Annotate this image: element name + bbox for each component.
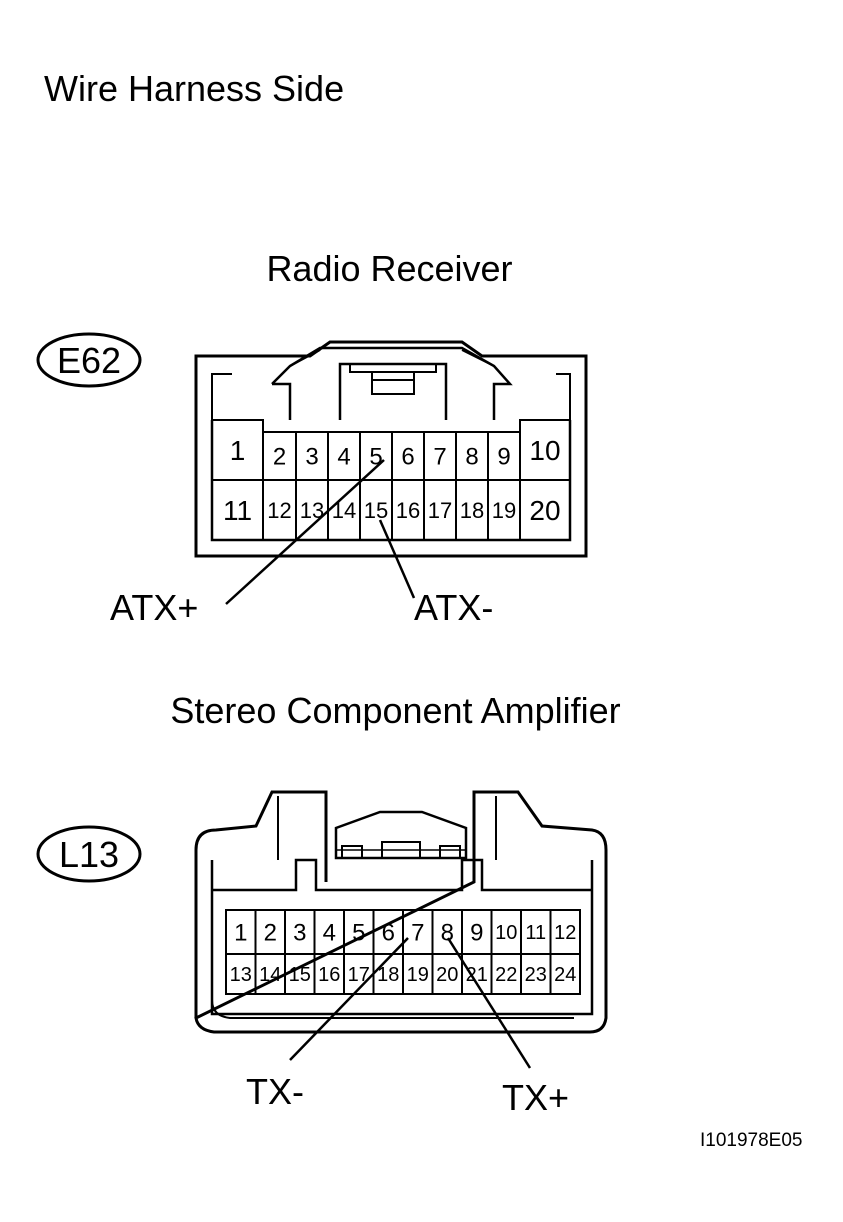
l13-lock-tab xyxy=(334,810,468,860)
l13-pin-label-13: 13 xyxy=(230,964,252,986)
l13-badge: L13 xyxy=(36,825,142,883)
l13-guide-rails xyxy=(277,796,497,860)
l13-pin-label-10: 10 xyxy=(495,922,517,944)
e62-lock-tab xyxy=(371,372,415,395)
e62-pin-label-10: 10 xyxy=(529,435,560,466)
l13-pin-label-19: 19 xyxy=(407,964,429,986)
l13-callouts: TX- TX+ xyxy=(246,937,569,1118)
atx-plus-leader xyxy=(225,459,385,605)
atx-plus-label: ATX+ xyxy=(110,587,198,628)
e62-pin-label-16: 16 xyxy=(396,498,420,523)
l13-pin-label-5: 5 xyxy=(352,920,365,947)
e62-corner-detail xyxy=(211,373,571,420)
e62-pin-label-17: 17 xyxy=(428,498,452,523)
e62-callouts: ATX+ ATX- xyxy=(110,459,493,628)
e62-latch-window xyxy=(338,362,448,420)
e62-pin-label-12: 12 xyxy=(267,498,291,523)
radio-receiver-title: Radio Receiver xyxy=(266,248,513,289)
l13-pin-label-22: 22 xyxy=(495,964,517,986)
page-title: Wire Harness Side xyxy=(44,68,345,109)
l13-key-slots xyxy=(212,858,592,892)
l13-pin-label-17: 17 xyxy=(348,964,370,986)
l13-pin-label-24: 24 xyxy=(554,964,576,986)
e62-pin-label-7: 7 xyxy=(433,444,446,471)
e62-pin-label-19: 19 xyxy=(492,498,516,523)
l13-pin-label-14: 14 xyxy=(259,964,281,986)
l13-connector xyxy=(194,790,608,1034)
e62-pin-label-8: 8 xyxy=(465,444,478,471)
e62-pin-label-1: 1 xyxy=(230,435,246,466)
l13-pin-label-11: 11 xyxy=(525,922,546,944)
l13-pin-label-16: 16 xyxy=(318,964,340,986)
e62-pin-label-2: 2 xyxy=(273,444,286,471)
atx-minus-leader xyxy=(378,519,416,599)
e62-latch-inner xyxy=(349,364,437,373)
tx-minus-label: TX- xyxy=(246,1071,304,1112)
e62-pin-label-18: 18 xyxy=(460,498,484,523)
l13-badge-outline xyxy=(36,825,142,883)
tx-plus-leader xyxy=(446,937,532,1069)
l13-pin-label-9: 9 xyxy=(470,920,483,947)
e62-pin-label-3: 3 xyxy=(305,444,318,471)
l13-pin-label-20: 20 xyxy=(436,964,458,986)
l13-code: L13 xyxy=(59,834,119,875)
l13-pin-label-3: 3 xyxy=(293,920,306,947)
l13-pin-label-18: 18 xyxy=(377,964,399,986)
e62-pin-label-14: 14 xyxy=(332,498,356,523)
e62-pin-label-9: 9 xyxy=(497,444,510,471)
e62-pin-label-6: 6 xyxy=(401,444,414,471)
l13-pin-label-23: 23 xyxy=(525,964,547,986)
l13-pin-label-2: 2 xyxy=(264,920,277,947)
e62-latch-frame xyxy=(271,346,513,420)
l13-pin-label-12: 12 xyxy=(554,922,576,944)
e62-pin-label-11: 11 xyxy=(223,495,252,526)
tx-plus-label: TX+ xyxy=(502,1077,569,1118)
e62-pin-label-15: 15 xyxy=(364,498,388,523)
l13-pin-label-15: 15 xyxy=(289,964,311,986)
e62-badge-outline xyxy=(36,332,142,388)
atx-minus-label: ATX- xyxy=(414,587,493,628)
tx-minus-leader xyxy=(289,937,409,1061)
e62-latch-edges xyxy=(289,349,495,367)
l13-lock-teeth xyxy=(341,841,461,859)
l13-bottom-lip xyxy=(211,999,574,1019)
l13-pin-label-7: 7 xyxy=(411,920,424,947)
e62-pin-label-4: 4 xyxy=(337,444,350,471)
l13-pin-label-1: 1 xyxy=(234,920,247,947)
figure-id: I101978E05 xyxy=(700,1130,803,1151)
l13-pin-cell-24 xyxy=(549,953,581,995)
e62-code: E62 xyxy=(57,340,121,381)
l13-pin-label-6: 6 xyxy=(382,920,395,947)
l13-inner-border xyxy=(210,860,594,1016)
l13-pin-label-4: 4 xyxy=(323,920,336,947)
e62-pin-cell-20 xyxy=(519,479,571,541)
l13-pin-label-21: 21 xyxy=(466,964,488,986)
e62-pin-label-20: 20 xyxy=(529,495,560,526)
e62-badge: E62 xyxy=(36,332,142,388)
l13-housing xyxy=(194,790,608,1034)
amplifier-title: Stereo Component Amplifier xyxy=(170,690,621,731)
